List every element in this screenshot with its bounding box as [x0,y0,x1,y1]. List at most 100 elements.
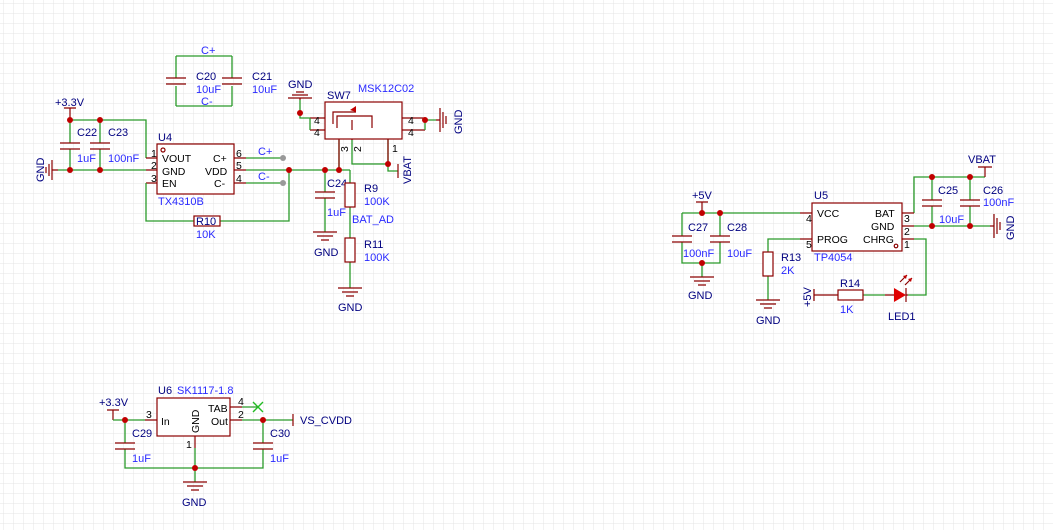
r13-resistor[interactable]: R13 2K [762,251,801,277]
gnd-label: GND [1005,216,1017,241]
pin-num: 4 [238,396,244,408]
pin-tab: TAB [208,403,228,415]
net-label-cplus: C+ [258,146,272,158]
pin-bat: BAT [875,208,895,220]
pin-num: 1 [186,439,192,451]
pin-num: 2 [352,146,364,152]
r9-resistor[interactable]: R9 100K [344,182,390,208]
supply-label: +3.3V [55,97,85,109]
r11-resistor[interactable]: R11 100K [344,237,390,264]
supply-label: +5V [802,286,814,307]
gnd-symbol-c24[interactable]: GND [313,231,339,259]
gnd-symbol-sw-left[interactable]: GND [288,79,313,100]
u5-tp4054[interactable]: U5 TP4054 VCC PROG BAT GND CHRG 4 5 3 2 … [806,190,914,264]
r11-ref: R11 [364,239,383,251]
c22-symbol[interactable] [60,142,80,150]
pin-cplus: C+ [213,153,227,165]
pin-num: 4 [408,115,414,127]
pin-num: 1 [392,143,398,155]
pin-out: Out [211,416,228,428]
c25-capacitor[interactable]: C25 10uF [922,185,964,226]
r10-resistor[interactable]: R10 10K [193,215,221,241]
pin-en: EN [162,178,177,190]
c28-ref: C28 [727,222,747,234]
net-label-cplus: C+ [201,45,215,57]
junctions-ldo [122,417,266,471]
pin-num: 2 [151,160,157,172]
pin-num: 3 [904,213,910,225]
gnd-label: GND [182,497,207,509]
c24-ref: C24 [327,178,347,190]
vbat-label: VBAT [968,154,996,166]
gnd-symbol-left[interactable]: GND [35,158,58,183]
c20-ref: C20 [196,71,216,83]
vbat-port[interactable]: VBAT [397,156,414,184]
vbat-label: VBAT [402,156,414,184]
u6-sk1117[interactable]: U6 SK1117-1.8 In TAB Out GND 3 4 2 1 [145,385,244,451]
gnd-symbol-c27-c28[interactable]: GND [688,276,714,302]
c26-capacitor[interactable]: C26 100nF [960,185,1014,209]
pin-num: 4 [806,213,812,225]
c20-value: 10uF [196,84,221,96]
no-connect-icon [252,401,264,413]
c29-capacitor[interactable]: C29 1uF [115,428,152,465]
gnd-label: GND [288,79,313,91]
r9-value: 100K [364,196,390,208]
pin-gnd: GND [190,409,202,433]
c26-ref: C26 [983,185,1003,197]
ldo-supply-3v3[interactable]: +3.3V [99,397,129,420]
pin-num: 1 [904,239,910,251]
pin-in: In [161,416,170,428]
c30-capacitor[interactable]: C30 1uF [253,428,290,465]
vs-cvdd-port[interactable]: VS_CVDD [292,414,352,427]
u5-ref: U5 [814,190,828,202]
c24-capacitor[interactable]: C24 1uF [315,178,347,219]
gnd-label: GND [338,302,363,314]
c23-ref: C23 [108,127,128,139]
gnd-symbol-right[interactable]: GND [990,214,1017,240]
pin-num: 2 [238,409,244,421]
c25-ref: C25 [938,185,958,197]
r13-ref: R13 [781,252,801,264]
pin-num: 3 [151,173,157,185]
supply-label: +3.3V [99,397,129,409]
r10-value: 10K [196,229,216,241]
led-supply-5v[interactable]: +5V [802,286,838,307]
pin-num: 4 [236,173,242,185]
c26-value: 100nF [983,197,1014,209]
pin-num: 3 [339,146,351,152]
net-label-cminus: C- [258,171,270,183]
pin-num: 4 [314,127,320,139]
u6-part: SK1117-1.8 [177,385,233,397]
net-label-cminus: C- [201,96,213,108]
r14-resistor[interactable]: R14 1K [837,278,864,316]
vbat-supply[interactable]: VBAT [968,154,996,177]
r11-value: 100K [364,252,390,264]
wire [299,100,436,172]
c28-capacitor[interactable]: C28 10uF [710,222,752,260]
c22-ref: C22 [77,127,97,139]
r14-value: 1K [840,304,854,316]
junctions-charger [699,174,973,266]
c27-ref: C27 [688,222,708,234]
u4-tx4310b[interactable]: U4 TX4310B VOUT GND EN C+ VDD C- 1 2 3 6… [146,132,246,208]
c23-symbol[interactable] [90,142,110,150]
c22-value: 1uF [77,153,96,165]
gnd-symbol-r11[interactable]: GND [338,287,363,314]
c24-value: 1uF [327,207,346,219]
pin-num: 5 [806,239,812,251]
u6-ref: U6 [158,385,172,397]
pin-num: 4 [408,127,414,139]
gnd-symbol-sw-right[interactable]: GND [436,108,465,134]
supply-3v3-top[interactable]: +3.3V [55,97,85,120]
c29-ref: C29 [132,428,152,440]
c29-value: 1uF [132,453,151,465]
gnd-symbol-r13[interactable]: GND [756,299,781,327]
sw7-switch[interactable]: SW7 MSK12C02 4 4 4 4 3 2 1 [310,83,425,170]
c27-capacitor[interactable]: C27 100nF [672,222,714,260]
led1[interactable]: LED1 [885,274,916,323]
c20-c21-flying-caps[interactable]: C+ C- C20 10uF C21 10uF [166,45,277,108]
gnd-symbol-ldo[interactable]: GND [182,481,207,509]
